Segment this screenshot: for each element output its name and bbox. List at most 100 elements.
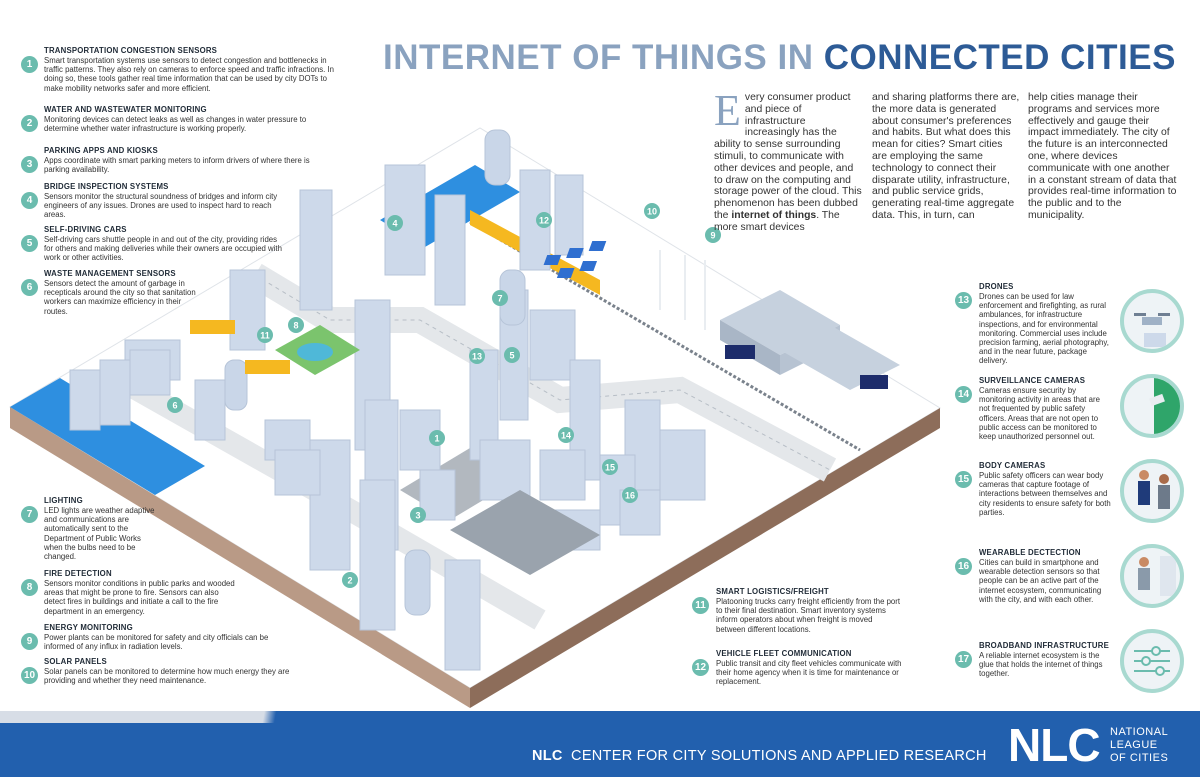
item-water-monitoring: 2 WATER AND WASTEWATER MONITORING Monito…: [21, 105, 334, 134]
item-title: WATER AND WASTEWATER MONITORING: [44, 105, 207, 114]
city-marker-4: 4: [387, 215, 403, 231]
city-marker-number: 3: [415, 511, 420, 521]
nlc-line-2: LEAGUE: [1110, 739, 1158, 751]
drone-icon: [1120, 289, 1184, 353]
city-marker-16: 16: [622, 487, 638, 503]
item-number-badge: 6: [21, 279, 38, 296]
item-title: BROADBAND INFRASTRUCTURE: [979, 641, 1109, 650]
item-self-driving-cars: 5 SELF-DRIVING CARS Self-driving cars sh…: [21, 225, 284, 263]
city-marker-circle: [705, 227, 721, 243]
intro-bold-term: internet of things: [731, 209, 817, 221]
item-number-badge: 9: [21, 633, 38, 650]
item-drones: 13 DRONES Drones can be used for law enf…: [955, 282, 1111, 366]
item-waste-management: 6 WASTE MANAGEMENT SENSORS Sensors detec…: [21, 269, 204, 316]
city-marker-number: 7: [497, 294, 502, 304]
city-marker-6: 6: [167, 397, 183, 413]
footer-center-name: CENTER FOR CITY SOLUTIONS AND APPLIED RE…: [571, 748, 987, 764]
city-marker-circle: [288, 317, 304, 333]
city-marker-circle: [644, 203, 660, 219]
city-marker-14: 14: [558, 427, 574, 443]
city-marker-number: 8: [293, 321, 298, 331]
item-number-badge: 1: [21, 56, 38, 73]
item-text: Solar panels can be monitored to determi…: [44, 667, 290, 686]
item-text: Self-driving cars shuttle people in and …: [44, 235, 282, 263]
nlc-logo: NLC: [1008, 719, 1101, 771]
city-marker-circle: [342, 572, 358, 588]
item-number-badge: 4: [21, 192, 38, 209]
item-text: A reliable internet ecosystem is the glu…: [979, 651, 1103, 679]
item-text: Drones can be used for law enforcement a…: [979, 292, 1109, 366]
city-marker-number: 1: [434, 434, 439, 444]
city-marker-number: 11: [260, 331, 270, 341]
city-marker-number: 10: [647, 207, 657, 217]
item-surveillance-cameras: 14 SURVEILLANCE CAMERAS Cameras ensure s…: [955, 376, 1111, 441]
intro-text-1: very consumer product and piece of infra…: [714, 92, 862, 221]
item-text: Cities can build in smartphone and weara…: [979, 558, 1102, 604]
city-marker-3: 3: [410, 507, 426, 523]
item-text: Sensors detect the amount of garbage in …: [44, 279, 196, 316]
item-text: Monitoring devices can detect leaks as w…: [44, 115, 307, 134]
city-marker-number: 4: [392, 219, 397, 229]
item-text: Sensors monitor conditions in public par…: [44, 579, 235, 616]
police-officer-icon: [1120, 459, 1184, 523]
item-wearable-detection: 16 WEARABLE DECTECTION Cities can build …: [955, 548, 1111, 604]
item-title: WEARABLE DECTECTION: [979, 548, 1081, 557]
item-text: Platooning trucks carry freight efficien…: [716, 597, 901, 634]
wearable-person-icon: [1120, 544, 1184, 608]
security-camera-icon: [1120, 374, 1184, 438]
title-part-light: INTERNET OF THINGS IN: [383, 38, 824, 77]
city-marker-2: 2: [342, 572, 358, 588]
item-number-badge: 2: [21, 115, 38, 132]
city-marker-1: 1: [429, 430, 445, 446]
city-marker-circle: [257, 327, 273, 343]
item-fire-detection: 8 FIRE DETECTION Sensors monitor conditi…: [21, 569, 239, 616]
title-part-dark: CONNECTED CITIES: [823, 38, 1176, 77]
item-title: BODY CAMERAS: [979, 461, 1046, 470]
item-number-badge: 15: [955, 471, 972, 488]
item-vehicle-fleet: 12 VEHICLE FLEET COMMUNICATION Public tr…: [692, 649, 904, 687]
item-body-cameras: 15 BODY CAMERAS Public safety officers c…: [955, 461, 1111, 517]
footer-text: NLC CENTER FOR CITY SOLUTIONS AND APPLIE…: [532, 748, 987, 764]
item-title: DRONES: [979, 282, 1014, 291]
city-marker-circle: [387, 215, 403, 231]
item-number-badge: 16: [955, 558, 972, 575]
item-number-badge: 12: [692, 659, 709, 676]
item-title: ENERGY MONITORING: [44, 623, 133, 632]
city-marker-11: 11: [257, 327, 273, 343]
nlc-full-name: NATIONAL LEAGUE OF CITIES: [1110, 726, 1168, 765]
intro-dropcap: E: [714, 86, 741, 135]
city-marker-7: 7: [492, 290, 508, 306]
item-number-badge: 14: [955, 386, 972, 403]
item-text: Sensors monitor the structural soundness…: [44, 192, 278, 220]
city-marker-number: 13: [472, 352, 482, 362]
city-marker-circle: [492, 290, 508, 306]
item-text: Power plants can be monitored for safety…: [44, 633, 269, 652]
item-title: VEHICLE FLEET COMMUNICATION: [716, 649, 852, 658]
intro-column-2: and sharing platforms there are, the mor…: [872, 92, 1020, 221]
item-text: LED lights are weather adaptive and comm…: [44, 506, 155, 562]
page-title: INTERNET OF THINGS IN CONNECTED CITIES: [383, 38, 1176, 78]
city-marker-circle: [429, 430, 445, 446]
item-text: Public safety officers can wear body cam…: [979, 471, 1111, 517]
item-number-badge: 3: [21, 156, 38, 173]
item-transportation-congestion: 1 TRANSPORTATION CONGESTION SENSORS Smar…: [21, 46, 339, 93]
item-title: SOLAR PANELS: [44, 657, 107, 666]
item-text: Smart transportation systems use sensors…: [44, 56, 334, 93]
city-marker-number: 5: [509, 351, 514, 361]
item-title: BRIDGE INSPECTION SYSTEMS: [44, 182, 169, 191]
city-marker-number: 2: [347, 576, 352, 586]
city-marker-10: 10: [644, 203, 660, 219]
item-number-badge: 10: [21, 667, 38, 684]
city-marker-9: 9: [705, 227, 721, 243]
city-marker-number: 16: [625, 491, 635, 501]
item-number-badge: 7: [21, 506, 38, 523]
item-title: PARKING APPS AND KIOSKS: [44, 146, 158, 155]
item-smart-logistics: 11 SMART LOGISTICS/FREIGHT Platooning tr…: [692, 587, 904, 634]
nlc-line-1: NATIONAL: [1110, 726, 1169, 738]
item-number-badge: 17: [955, 651, 972, 668]
item-number-badge: 8: [21, 579, 38, 596]
item-broadband-infrastructure: 17 BROADBAND INFRASTRUCTURE A reliable i…: [955, 641, 1111, 679]
item-title: LIGHTING: [44, 496, 83, 505]
item-title: WASTE MANAGEMENT SENSORS: [44, 269, 176, 278]
